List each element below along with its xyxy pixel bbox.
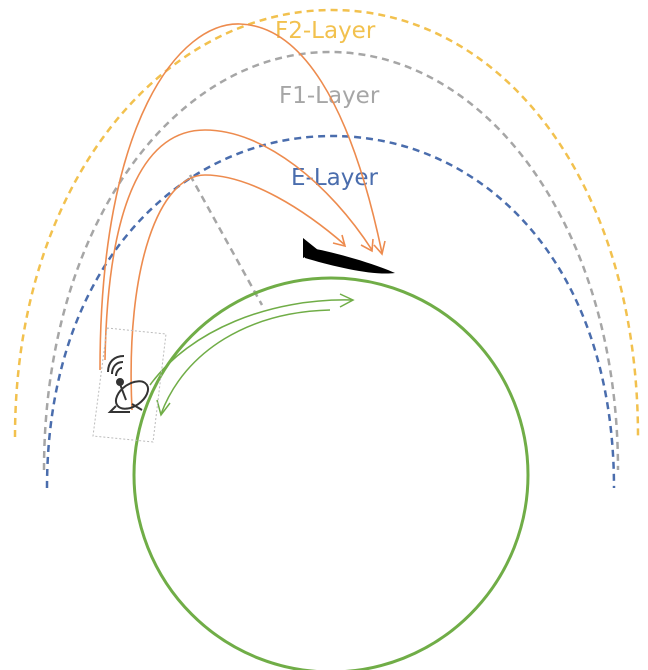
- f2-layer-arc: [13, 8, 640, 438]
- ray-f1: [104, 129, 373, 361]
- earth-circle: [132, 276, 530, 670]
- ray-f2: [99, 23, 383, 371]
- ground-wave-arrowhead-inner: [156, 399, 171, 417]
- f1-layer-arc: [42, 50, 620, 471]
- f2-layer-label: F2-Layer: [275, 18, 376, 44]
- line-of-sight: [188, 174, 264, 306]
- antenna-frame: [92, 327, 167, 443]
- satellite-dish-icon: [107, 355, 150, 413]
- ray-arrowheads: [332, 234, 386, 256]
- e-layer-arc: [45, 134, 616, 489]
- missile-icon: [303, 238, 395, 274]
- antenna: [92, 327, 167, 443]
- e-layer-label: E-Layer: [291, 165, 379, 191]
- ground-wave-arc-inner: [160, 309, 331, 415]
- sky-wave-rays: [99, 23, 383, 411]
- ray-e: [130, 174, 346, 411]
- ground-wave-arc-outer: [149, 299, 353, 386]
- ground-wave-arrowhead-outer: [339, 293, 355, 308]
